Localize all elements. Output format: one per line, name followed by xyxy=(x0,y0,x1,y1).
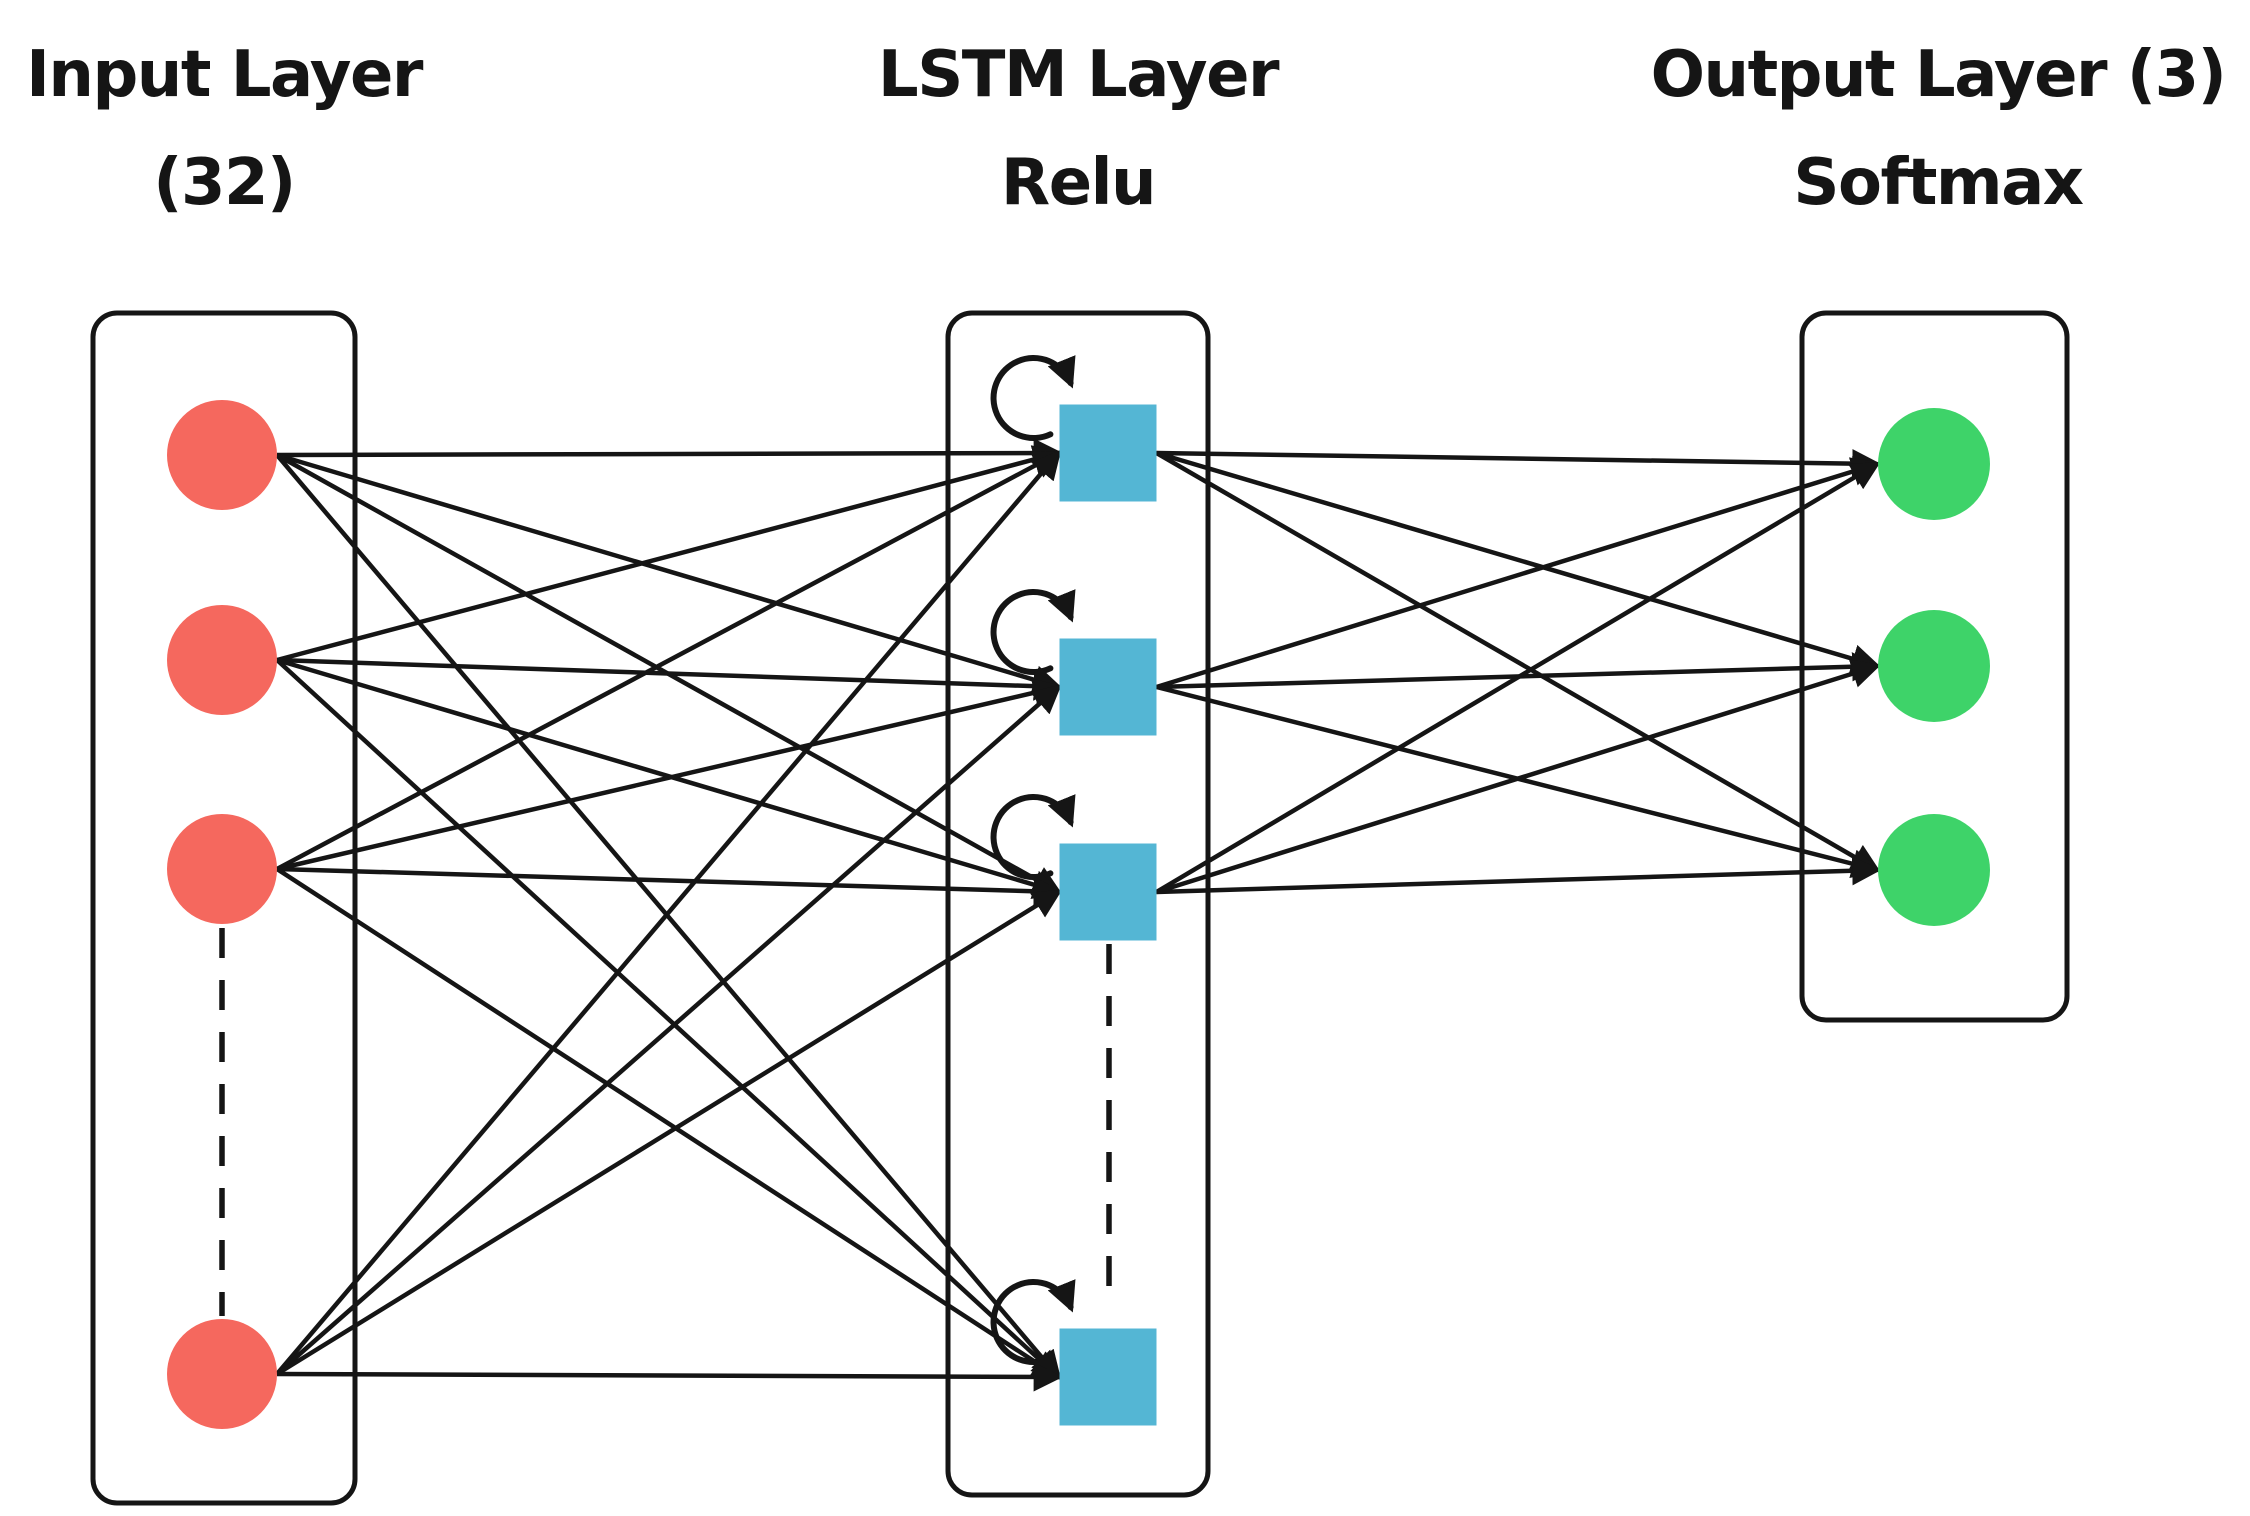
input-node-1 xyxy=(167,400,277,510)
connection-input4-to-lstm3 xyxy=(275,889,1063,1376)
connection-lstm3-to-output2 xyxy=(1155,659,1882,895)
connection-input4-to-lstm2 xyxy=(275,684,1062,1376)
connection-lstm2-to-output1 xyxy=(1155,457,1882,690)
lstm-layer-box xyxy=(945,310,1211,1498)
input-layer-box xyxy=(90,310,358,1506)
input-node-3 xyxy=(167,814,277,924)
connection-lstm1-to-output1 xyxy=(1156,448,1882,479)
connection-input3-to-lstm2 xyxy=(276,678,1063,872)
connection-lstm1-to-output3 xyxy=(1155,451,1881,873)
recurrent-loop-icon xyxy=(990,1279,1076,1365)
connection-input2-to-lstm1 xyxy=(276,445,1063,663)
connection-input3-to-lstm4 xyxy=(275,867,1063,1380)
output-layer-title-line1: Output Layer (3) xyxy=(1651,38,2226,112)
lstm-node-4 xyxy=(1059,1328,1157,1426)
recurrent-loop-icon xyxy=(990,355,1076,441)
input-layer-title-line1: Input Layer xyxy=(26,38,424,112)
recurrent-loop-icon xyxy=(990,589,1076,675)
connection-input1-to-lstm1 xyxy=(276,438,1063,468)
output-layer-title-line2: Softmax xyxy=(1793,146,2083,220)
connection-input4-to-lstm4 xyxy=(276,1362,1063,1392)
connection-input2-to-lstm2 xyxy=(276,657,1063,701)
connection-input4-to-lstm1 xyxy=(275,449,1062,1376)
connection-lstm1-to-output2 xyxy=(1155,450,1882,673)
lstm-layer-title-line1: LSTM Layer xyxy=(878,38,1280,112)
output-node-2 xyxy=(1878,610,1990,722)
connection-input2-to-lstm4 xyxy=(275,658,1062,1380)
lstm-node-2 xyxy=(1059,638,1157,736)
recurrent-loop-icon xyxy=(990,794,1076,880)
connection-input3-to-lstm1 xyxy=(275,450,1063,871)
lstm-node-1 xyxy=(1059,404,1157,502)
lstm-node-3 xyxy=(1059,843,1157,941)
input-node-2 xyxy=(167,605,277,715)
input-node-4 xyxy=(167,1319,277,1429)
output-node-3 xyxy=(1878,814,1990,926)
connection-input1-to-lstm2 xyxy=(276,452,1063,694)
output-node-1 xyxy=(1878,408,1990,520)
connection-lstm3-to-output3 xyxy=(1156,856,1882,895)
connection-lstm3-to-output1 xyxy=(1155,461,1881,894)
lstm-layer-title-line2: Relu xyxy=(1001,146,1155,220)
input-layer-title-line2: (32) xyxy=(153,146,295,220)
connection-input3-to-lstm3 xyxy=(276,866,1063,906)
